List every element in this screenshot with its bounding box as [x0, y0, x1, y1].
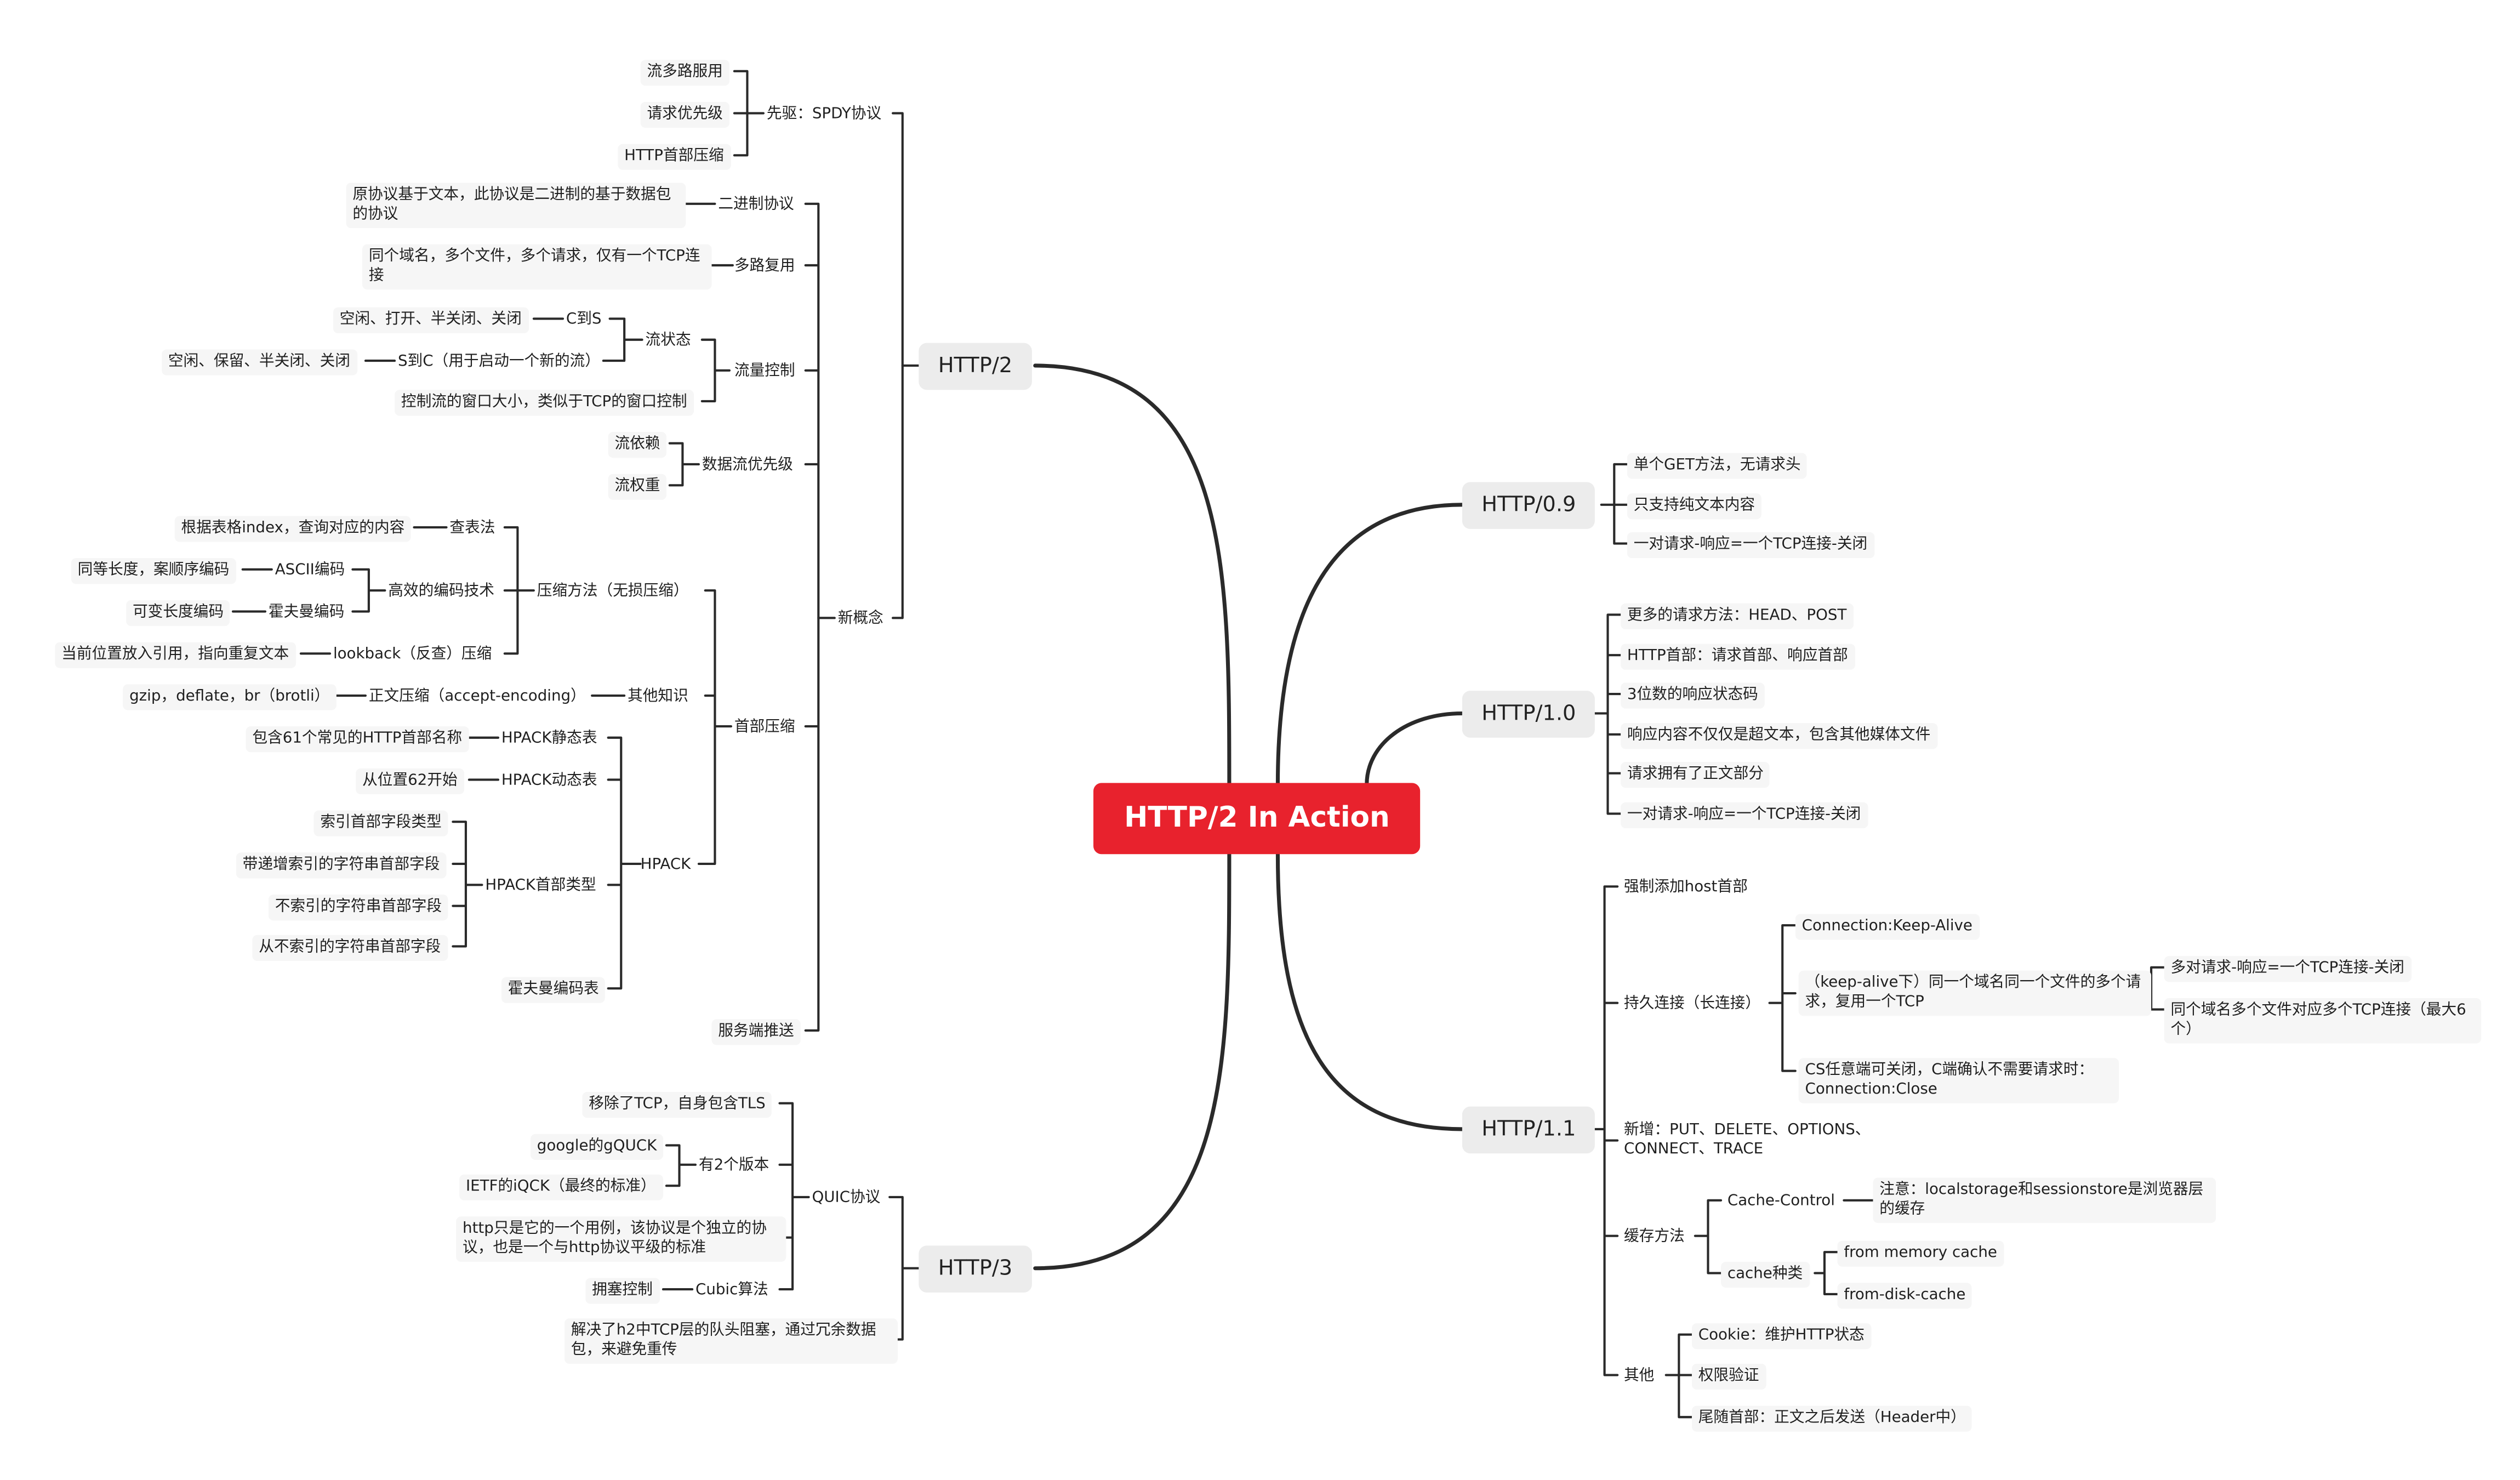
http3-hol[interactable]: 解决了h2中TCP层的队头阻塞，通过冗余数据包，来避免重传 [564, 1318, 898, 1364]
cache-control-note[interactable]: 注意：localstorage和sessionstore是浏览器层的缓存 [1873, 1177, 2216, 1223]
hpack-dynamic[interactable]: HPACK动态表 [501, 771, 597, 790]
edge-root-http09 [1275, 503, 1464, 787]
topic-flow-state[interactable]: 流状态 [645, 331, 691, 350]
spdy-item-3[interactable]: HTTP首部压缩 [618, 144, 731, 170]
hpack-types[interactable]: HPACK首部类型 [485, 876, 596, 895]
persistent-close[interactable]: CS任意端可关闭，C端确认不需要请求时：Connection:Close [1798, 1058, 2119, 1103]
spdy-item-1[interactable]: 流多路服用 [640, 60, 729, 86]
multiplex-note[interactable]: 同个域名，多个文件，多个请求，仅有一个TCP连接 [362, 244, 712, 290]
hpack-huffman-table[interactable]: 霍夫曼编码表 [501, 977, 606, 1003]
topic-server-push[interactable]: 服务端推送 [711, 1019, 801, 1045]
flow-c2s-states[interactable]: 空闲、打开、半关闭、关闭 [333, 307, 528, 333]
hpack-dynamic-note[interactable]: 从位置62开始 [356, 768, 464, 795]
method-lookup-note[interactable]: 根据表格index，查询对应的内容 [174, 516, 412, 542]
binary-note[interactable]: 原协议基于文本，此协议是二进制的基于数据包的协议 [346, 183, 686, 229]
topic-flow-control[interactable]: 流量控制 [734, 362, 795, 380]
http09-item-2[interactable]: 只支持纯文本内容 [1627, 493, 1761, 520]
other-body-compression[interactable]: 正文压缩（accept-encoding） [368, 687, 586, 705]
quic-independent[interactable]: http只是它的一个用例，该协议是个独立的协议，也是一个与http协议平级的标准 [456, 1216, 786, 1262]
http10-item-6[interactable]: 一对请求-响应=一个TCP连接-关闭 [1621, 802, 1868, 829]
branch-http11[interactable]: HTTP/1.1 [1462, 1106, 1595, 1154]
branch-http2[interactable]: HTTP/2 [919, 343, 1032, 390]
quic-no-tcp[interactable]: 移除了TCP，自身包含TLS [582, 1092, 772, 1118]
http10-item-2[interactable]: HTTP首部：请求首部、响应首部 [1621, 644, 1855, 670]
topic-new-concepts[interactable]: 新概念 [837, 610, 883, 628]
hpack-type-1[interactable]: 索引首部字段类型 [313, 810, 448, 836]
edge-root-http3 [1033, 852, 1232, 1271]
http09-item-3[interactable]: 一对请求-响应=一个TCP连接-关闭 [1627, 532, 1874, 559]
persistent-multi-req[interactable]: 多对请求-响应=一个TCP连接-关闭 [2164, 956, 2411, 982]
other-trailer[interactable]: 尾随首部：正文之后发送（Header中） [1691, 1405, 1972, 1432]
edge-root-http2 [1033, 363, 1232, 787]
hpack-static-note[interactable]: 包含61个常见的HTTP首部名称 [246, 726, 469, 753]
other-body-note[interactable]: gzip，deflate，br（brotli） [123, 684, 337, 710]
http11-host[interactable]: 强制添加host首部 [1624, 878, 1748, 896]
http10-item-1[interactable]: 更多的请求方法：HEAD、POST [1621, 603, 1854, 630]
hpack-static[interactable]: HPACK静态表 [501, 729, 597, 748]
cache-types[interactable]: cache种类 [1721, 1261, 1809, 1288]
branch-http10[interactable]: HTTP/1.0 [1462, 691, 1595, 738]
priority-weight[interactable]: 流权重 [608, 474, 667, 500]
cache-memory[interactable]: from memory cache [1837, 1240, 2004, 1267]
method-lookup[interactable]: 查表法 [449, 519, 495, 537]
topic-binary[interactable]: 二进制协议 [718, 196, 794, 214]
method-huffman[interactable]: 霍夫曼编码 [268, 603, 345, 622]
branch-http3[interactable]: HTTP/3 [919, 1245, 1032, 1293]
method-huffman-note[interactable]: 可变长度编码 [126, 600, 230, 627]
topic-other-knowledge[interactable]: 其他知识 [628, 687, 688, 705]
persistent-multi-files[interactable]: 同个域名多个文件对应多个TCP连接（最大6个） [2164, 998, 2482, 1044]
persistent-keepalive[interactable]: Connection:Keep-Alive [1795, 914, 1979, 940]
topic-cache[interactable]: 缓存方法 [1624, 1227, 1685, 1246]
edge-root-http11 [1275, 852, 1464, 1131]
http10-item-3[interactable]: 3位数的响应状态码 [1621, 682, 1765, 709]
method-lookback[interactable]: lookback（反查）压缩 [333, 645, 492, 663]
spdy-item-2[interactable]: 请求优先级 [640, 101, 729, 128]
root-topic[interactable]: HTTP/2 In Action [1093, 783, 1421, 855]
quic-versions[interactable]: 有2个版本 [698, 1157, 769, 1175]
method-ascii-note[interactable]: 同等长度，案顺序编码 [71, 558, 236, 584]
topic-header-compression[interactable]: 首部压缩 [734, 718, 795, 736]
http10-item-5[interactable]: 请求拥有了正文部分 [1621, 762, 1770, 788]
quic-version-google[interactable]: google的gQUCK [530, 1134, 664, 1160]
cache-disk[interactable]: from-disk-cache [1837, 1283, 1972, 1309]
topic-other[interactable]: 其他 [1624, 1367, 1655, 1385]
other-cookie[interactable]: Cookie：维护HTTP状态 [1691, 1323, 1871, 1350]
method-efficient[interactable]: 高效的编码技术 [388, 582, 495, 600]
topic-hpack[interactable]: HPACK [640, 856, 691, 874]
quic-congestion[interactable]: 拥塞控制 [585, 1278, 659, 1304]
topic-compression-methods[interactable]: 压缩方法（无损压缩） [537, 582, 689, 600]
cache-control[interactable]: Cache-Control [1727, 1192, 1835, 1210]
method-lookback-note[interactable]: 当前位置放入引用，指向重复文本 [55, 642, 296, 668]
method-ascii[interactable]: ASCII编码 [275, 561, 345, 579]
flow-window[interactable]: 控制流的窗口大小，类似于TCP的窗口控制 [395, 390, 694, 416]
branch-http09[interactable]: HTTP/0.9 [1462, 482, 1595, 530]
http09-item-1[interactable]: 单个GET方法，无请求头 [1627, 453, 1808, 479]
flow-s2c[interactable]: S到C（用于启动一个新的流） [397, 352, 600, 371]
quic-version-ietf[interactable]: IETF的iQCK（最终的标准） [459, 1174, 663, 1200]
topic-quic[interactable]: QUIC协议 [812, 1189, 881, 1207]
http10-item-4[interactable]: 响应内容不仅仅是超文本，包含其他媒体文件 [1621, 723, 1937, 749]
topic-persistent[interactable]: 持久连接（长连接） [1624, 994, 1761, 1013]
priority-dependency[interactable]: 流依赖 [608, 431, 667, 458]
topic-multiplex[interactable]: 多路复用 [734, 257, 795, 275]
flow-s2c-states[interactable]: 空闲、保留、半关闭、关闭 [162, 349, 357, 375]
flow-c2s[interactable]: C到S [566, 310, 602, 329]
hpack-type-3[interactable]: 不索引的字符串首部字段 [268, 895, 448, 921]
edge-root-http10 [1365, 711, 1464, 787]
http11-methods[interactable]: 新增：PUT、DELETE、OPTIONS、CONNECT、TRACE [1624, 1121, 1871, 1159]
persistent-same-domain[interactable]: （keep-alive下）同一个域名同一个文件的多个请求，复用一个TCP [1798, 970, 2152, 1016]
topic-priority[interactable]: 数据流优先级 [702, 456, 793, 474]
hpack-type-4[interactable]: 从不索引的字符串首部字段 [252, 935, 448, 961]
quic-cubic[interactable]: Cubic算法 [695, 1281, 768, 1299]
other-auth[interactable]: 权限验证 [1691, 1363, 1766, 1390]
hpack-type-2[interactable]: 带递增索引的字符串首部字段 [236, 852, 447, 879]
topic-spdy[interactable]: 先驱：SPDY协议 [766, 105, 882, 123]
